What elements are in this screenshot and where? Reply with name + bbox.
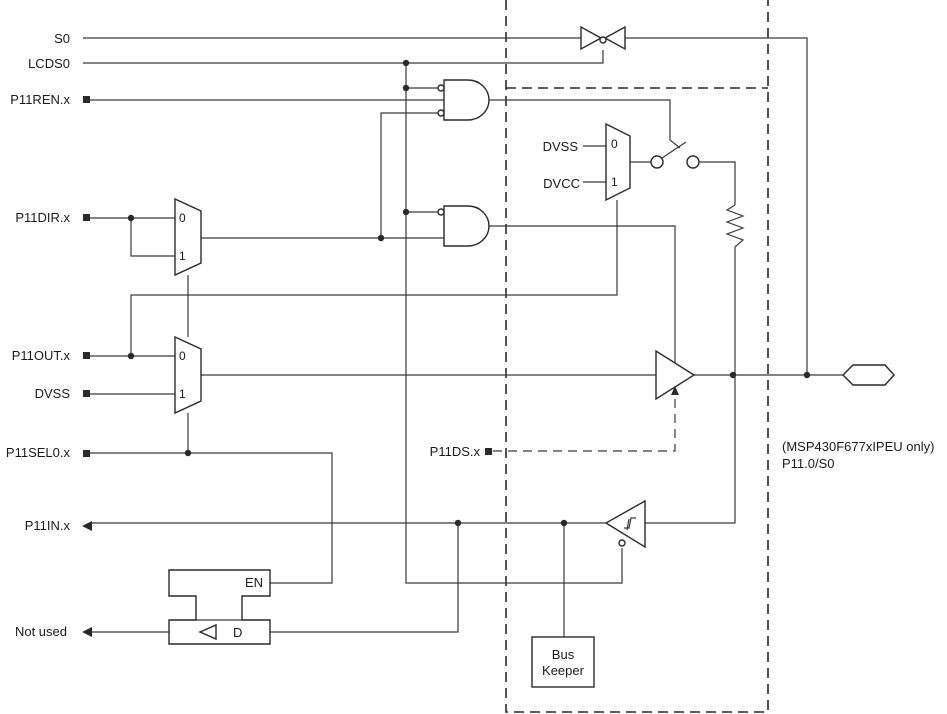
pin-name: P11.0/S0	[782, 456, 835, 471]
arrow-not-used	[82, 627, 92, 637]
bus-keeper-line1: Bus	[552, 647, 575, 662]
mux-pull-in1: 1	[611, 175, 618, 189]
pull-resistor	[725, 204, 745, 248]
bus-keeper: Bus Keeper	[531, 636, 595, 688]
label-pull-dvss: DVSS	[543, 139, 579, 154]
label-not-used: Not used	[15, 624, 67, 639]
wires	[83, 37, 843, 637]
arrow-p11in	[82, 521, 92, 531]
label-s0: S0	[54, 31, 70, 46]
bus-keeper-line2: Keeper	[542, 663, 585, 678]
label-p11in: P11IN.x	[25, 518, 71, 533]
pad-p11sel0	[83, 450, 90, 457]
pad-dvss	[83, 390, 90, 397]
mux-out-in1: 1	[179, 387, 186, 401]
mux-dir-in0: 0	[179, 211, 186, 225]
label-lcds0: LCDS0	[28, 56, 70, 71]
label-p11ds: P11DS.x	[430, 444, 481, 459]
analog-boundary	[505, 0, 769, 713]
and-gate-dir	[437, 205, 490, 247]
pad-p11ren	[83, 96, 90, 103]
input-buffer	[604, 499, 646, 549]
label-p11out: P11OUT.x	[12, 348, 71, 363]
junctions	[127, 59, 811, 527]
label-dvss: DVSS	[35, 386, 71, 401]
pad-p11dir	[83, 214, 90, 221]
mux-dir-in1: 1	[179, 249, 186, 263]
label-pull-dvcc: DVCC	[543, 176, 580, 191]
pad-p11ds	[485, 448, 492, 455]
mux-pull-in0: 0	[611, 137, 618, 151]
pin-pad	[842, 364, 895, 386]
pad-p11out	[83, 352, 90, 359]
label-p11sel0: P11SEL0.x	[6, 445, 71, 460]
label-p11dir: P11DIR.x	[15, 210, 70, 225]
output-driver	[655, 349, 696, 401]
latch-d: D	[233, 625, 242, 640]
mux-out-in0: 0	[179, 349, 186, 363]
pin-device-note: (MSP430F677xIPEU only)	[782, 439, 934, 454]
mux-dir: 0 1	[174, 197, 202, 277]
mux-pull: 0 1	[605, 122, 631, 202]
pull-switch	[650, 141, 700, 169]
latch-en: EN	[245, 575, 263, 590]
label-p11ren: P11REN.x	[10, 92, 70, 107]
input-latch: EN D	[168, 569, 271, 645]
and-gate-ren	[437, 79, 490, 121]
transmission-gate	[580, 25, 626, 51]
mux-out: 0 1	[174, 335, 202, 415]
